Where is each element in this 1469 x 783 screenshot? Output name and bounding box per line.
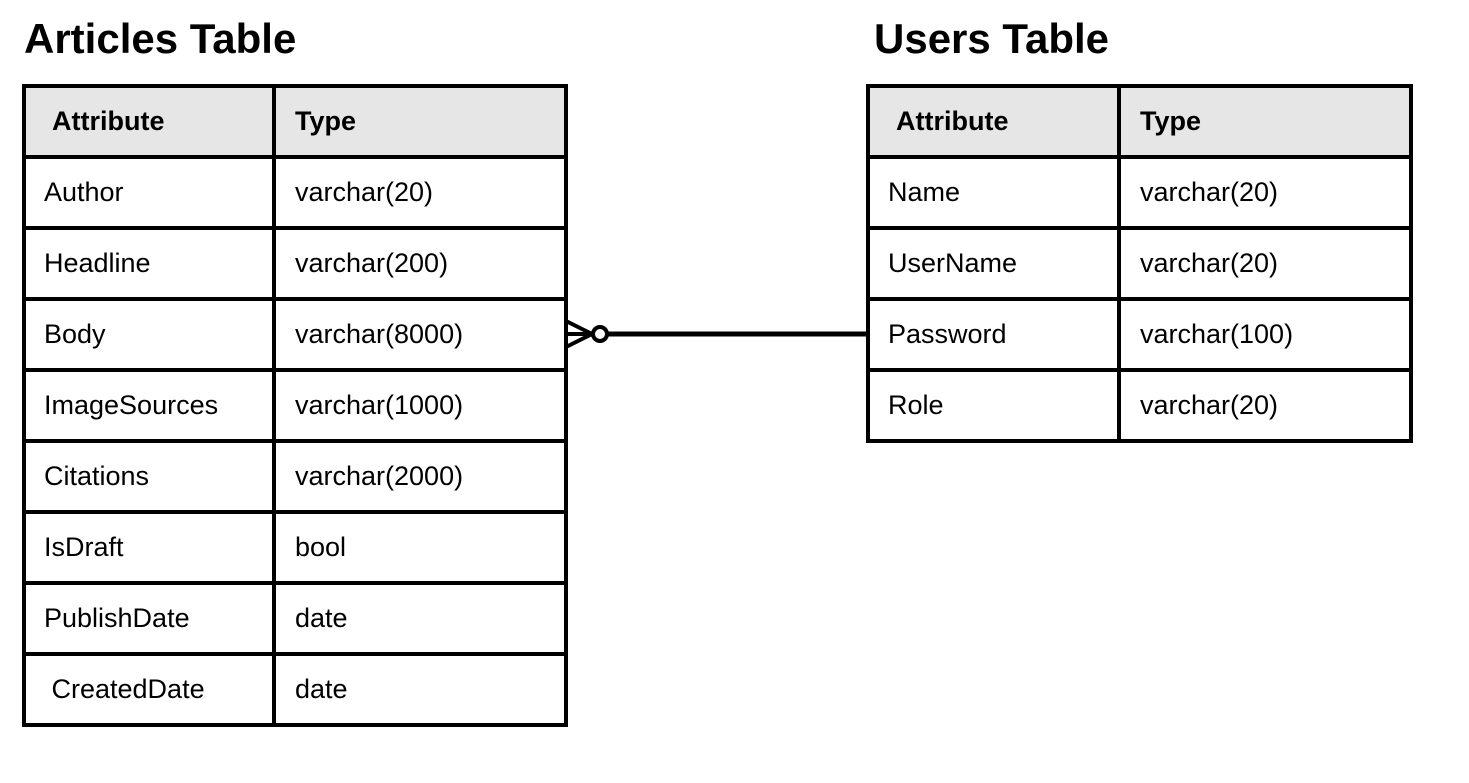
users-header-type: Type <box>1117 84 1413 159</box>
articles-header-attribute: Attribute <box>22 84 276 159</box>
type-cell: varchar(20) <box>272 155 568 230</box>
attribute-cell: ImageSources <box>22 368 276 443</box>
articles-row-author: Author varchar(20) <box>22 155 568 230</box>
type-cell: bool <box>272 510 568 585</box>
type-cell: varchar(20) <box>1117 226 1413 301</box>
articles-row-createddate: CreatedDate date <box>22 652 568 727</box>
users-row-password: Password varchar(100) <box>866 297 1413 372</box>
attribute-cell: PublishDate <box>22 581 276 656</box>
articles-row-publishdate: PublishDate date <box>22 581 568 656</box>
articles-row-imagesources: ImageSources varchar(1000) <box>22 368 568 443</box>
type-cell: date <box>272 652 568 727</box>
articles-row-isdraft: IsDraft bool <box>22 510 568 585</box>
users-row-username: UserName varchar(20) <box>866 226 1413 301</box>
attribute-cell: UserName <box>866 226 1121 301</box>
type-cell: varchar(8000) <box>272 297 568 372</box>
attribute-cell: Author <box>22 155 276 230</box>
articles-row-citations: Citations varchar(2000) <box>22 439 568 514</box>
attribute-cell: Body <box>22 297 276 372</box>
users-table-title: Users Table <box>874 15 1109 62</box>
users-row-role: Role varchar(20) <box>866 368 1413 443</box>
users-header-attribute: Attribute <box>866 84 1121 159</box>
articles-row-headline: Headline varchar(200) <box>22 226 568 301</box>
attribute-cell: Role <box>866 368 1121 443</box>
articles-header-row: Attribute Type <box>22 84 568 159</box>
users-row-name: Name varchar(20) <box>866 155 1413 230</box>
articles-header-type: Type <box>272 84 568 159</box>
attribute-cell: Headline <box>22 226 276 301</box>
crows-foot-zero-or-many-icon <box>566 320 609 348</box>
attribute-cell: IsDraft <box>22 510 276 585</box>
type-cell: varchar(20) <box>1117 368 1413 443</box>
users-header-row: Attribute Type <box>866 84 1413 159</box>
articles-row-body: Body varchar(8000) <box>22 297 568 372</box>
type-cell: date <box>272 581 568 656</box>
articles-table-title: Articles Table <box>24 15 297 62</box>
users-table: Attribute Type Name varchar(20) UserName… <box>866 84 1413 443</box>
type-cell: varchar(2000) <box>272 439 568 514</box>
articles-table: Attribute Type Author varchar(20) Headli… <box>22 84 568 727</box>
attribute-cell: CreatedDate <box>22 652 276 727</box>
attribute-cell: Password <box>866 297 1121 372</box>
type-cell: varchar(1000) <box>272 368 568 443</box>
type-cell: varchar(200) <box>272 226 568 301</box>
attribute-cell: Citations <box>22 439 276 514</box>
attribute-cell: Name <box>866 155 1121 230</box>
type-cell: varchar(100) <box>1117 297 1413 372</box>
type-cell: varchar(20) <box>1117 155 1413 230</box>
